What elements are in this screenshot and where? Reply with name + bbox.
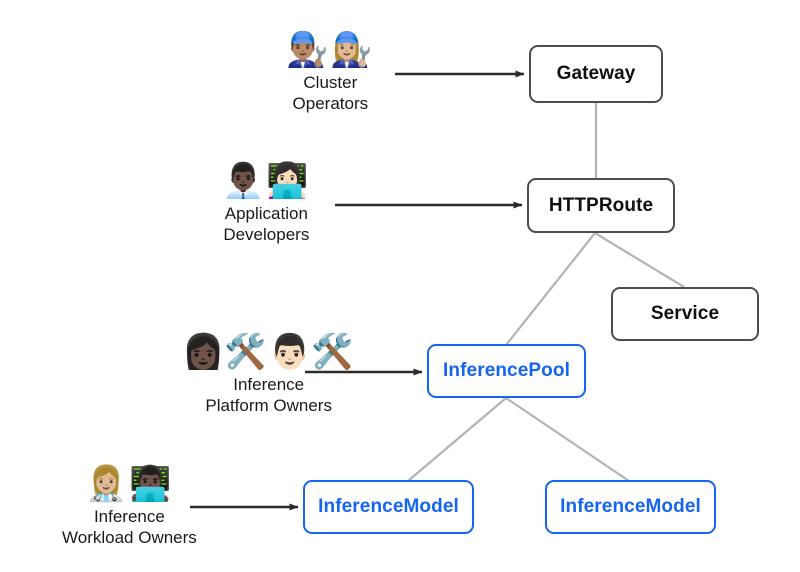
link-pool-model2: [505, 397, 630, 482]
actor-inference-workload-owners-label: Inference Workload Owners: [62, 506, 197, 548]
node-httproute[interactable]: HTTPRoute: [527, 178, 675, 233]
actor-application-developers-label: Application Developers: [223, 203, 309, 245]
link-pool-model1: [407, 397, 507, 482]
node-service-label: Service: [650, 303, 720, 324]
node-inferencepool-label: InferencePool: [443, 360, 570, 381]
actor-arrows: [190, 70, 525, 511]
construction-worker-pair-icon: 👩🏿‍🛠️👨🏻‍🛠️: [182, 332, 356, 372]
actor-cluster-operators-label: Cluster Operators: [293, 72, 369, 114]
office-worker-technologist-pair-icon: 👨🏿‍💼👩🏻‍💻: [222, 161, 311, 201]
actor-inference-workload-owners: 👩🏼‍⚕️👨🏿‍💻 Inference Workload Owners: [62, 464, 197, 548]
node-inferencepool[interactable]: InferencePool: [427, 344, 586, 398]
node-inferencemodel-1-label: InferenceModel: [318, 496, 459, 517]
link-httproute-pool: [505, 232, 596, 346]
node-inferencemodel-2[interactable]: InferenceModel: [545, 480, 716, 534]
actor-application-developers-line2: Developers: [223, 225, 310, 244]
actor-inference-platform-owners-line1: Inference: [233, 375, 305, 394]
actor-inference-platform-owners-line2: Platform Owners: [205, 396, 332, 415]
actor-cluster-operators-line1: Cluster: [303, 73, 358, 92]
node-gateway[interactable]: Gateway: [529, 45, 663, 103]
node-service[interactable]: Service: [611, 287, 759, 341]
node-inferencemodel-1[interactable]: InferenceModel: [303, 480, 474, 534]
actor-inference-platform-owners-label: Inference Platform Owners: [205, 374, 332, 416]
actor-cluster-operators-line2: Operators: [292, 94, 369, 113]
mechanic-pair-icon: 👨🏽‍🔧👩🏼‍🔧: [286, 30, 375, 70]
actor-cluster-operators: 👨🏽‍🔧👩🏼‍🔧 Cluster Operators: [286, 30, 375, 114]
node-inferencemodel-2-label: InferenceModel: [560, 496, 701, 517]
link-httproute-service: [594, 232, 685, 288]
health-worker-technologist-pair-icon: 👩🏼‍⚕️👨🏿‍💻: [85, 464, 174, 504]
actor-inference-workload-owners-line2: Workload Owners: [62, 528, 197, 547]
node-httproute-label: HTTPRoute: [548, 194, 654, 216]
node-gateway-label: Gateway: [556, 63, 636, 84]
actor-application-developers-line1: Application: [224, 204, 308, 223]
actor-application-developers: 👨🏿‍💼👩🏻‍💻 Application Developers: [222, 161, 311, 245]
actor-inference-platform-owners: 👩🏿‍🛠️👨🏻‍🛠️ Inference Platform Owners: [182, 332, 355, 416]
actor-inference-workload-owners-line1: Inference: [93, 507, 165, 526]
